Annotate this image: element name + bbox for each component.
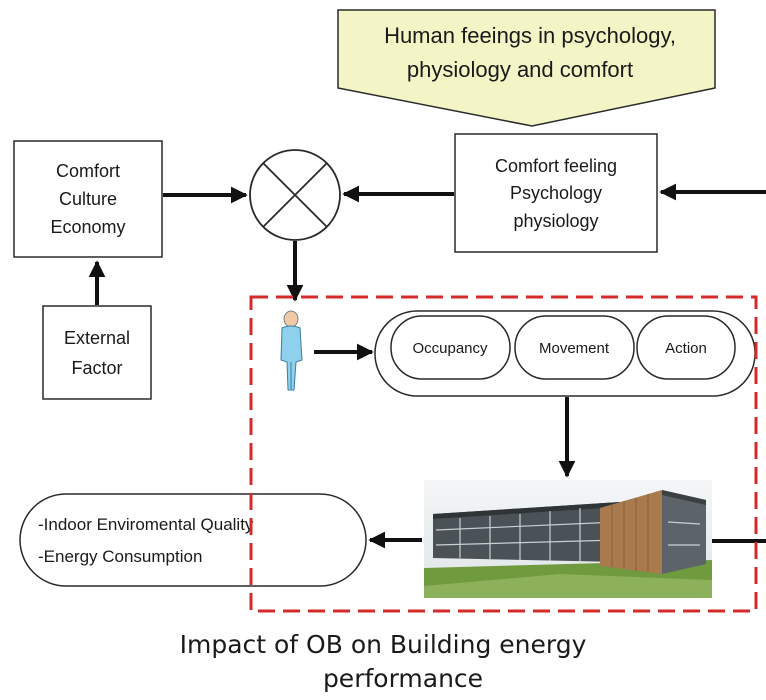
caption-line-2: performance [322,664,484,693]
external-box-line-2: Factor [71,358,122,378]
outcome-pill: -Indoor Enviromental Quality -Energy Con… [19,493,367,587]
summing-junction [249,149,341,241]
outcome-line-2: -Energy Consumption [38,547,202,566]
outcome-line-1: -Indoor Enviromental Quality [38,515,254,534]
pill-occupancy [390,315,511,380]
ob-impact-dashed-frame [249,295,758,613]
occupant-behaviour-group: Occupancy Movement Action [374,310,756,397]
feeling-box-line-1: Comfort feeling [495,156,617,176]
pill-movement-label: Movement [539,340,610,357]
building-image [424,480,712,598]
pill-action-label: Action [665,340,707,357]
external-factor-box: External Factor [42,305,152,400]
human-feelings-callout: Human feeings in psychology, physiology … [337,9,716,127]
pill-occupancy-label: Occupancy [412,340,488,357]
callout-line-2: physiology and comfort [407,57,633,82]
comfort-feeling-box: Comfort feeling Psychology physiology [454,133,658,253]
pill-movement [514,315,635,380]
feeling-box-line-3: physiology [513,211,598,231]
caption-line-1: Impact of OB on Building energy [179,630,587,659]
feeling-box-line-2: Psychology [510,183,602,203]
comfort-culture-economy-box: Comfort Culture Economy [13,140,163,258]
comfort-box-line-2: Culture [59,189,117,209]
connector-arrows [88,183,766,549]
comfort-box-line-3: Economy [50,217,125,237]
callout-line-1: Human feeings in psychology, [384,23,676,48]
person-icon [280,310,303,391]
pill-action [636,315,736,380]
comfort-box-line-1: Comfort [56,161,120,181]
external-box-line-1: External [64,328,130,348]
